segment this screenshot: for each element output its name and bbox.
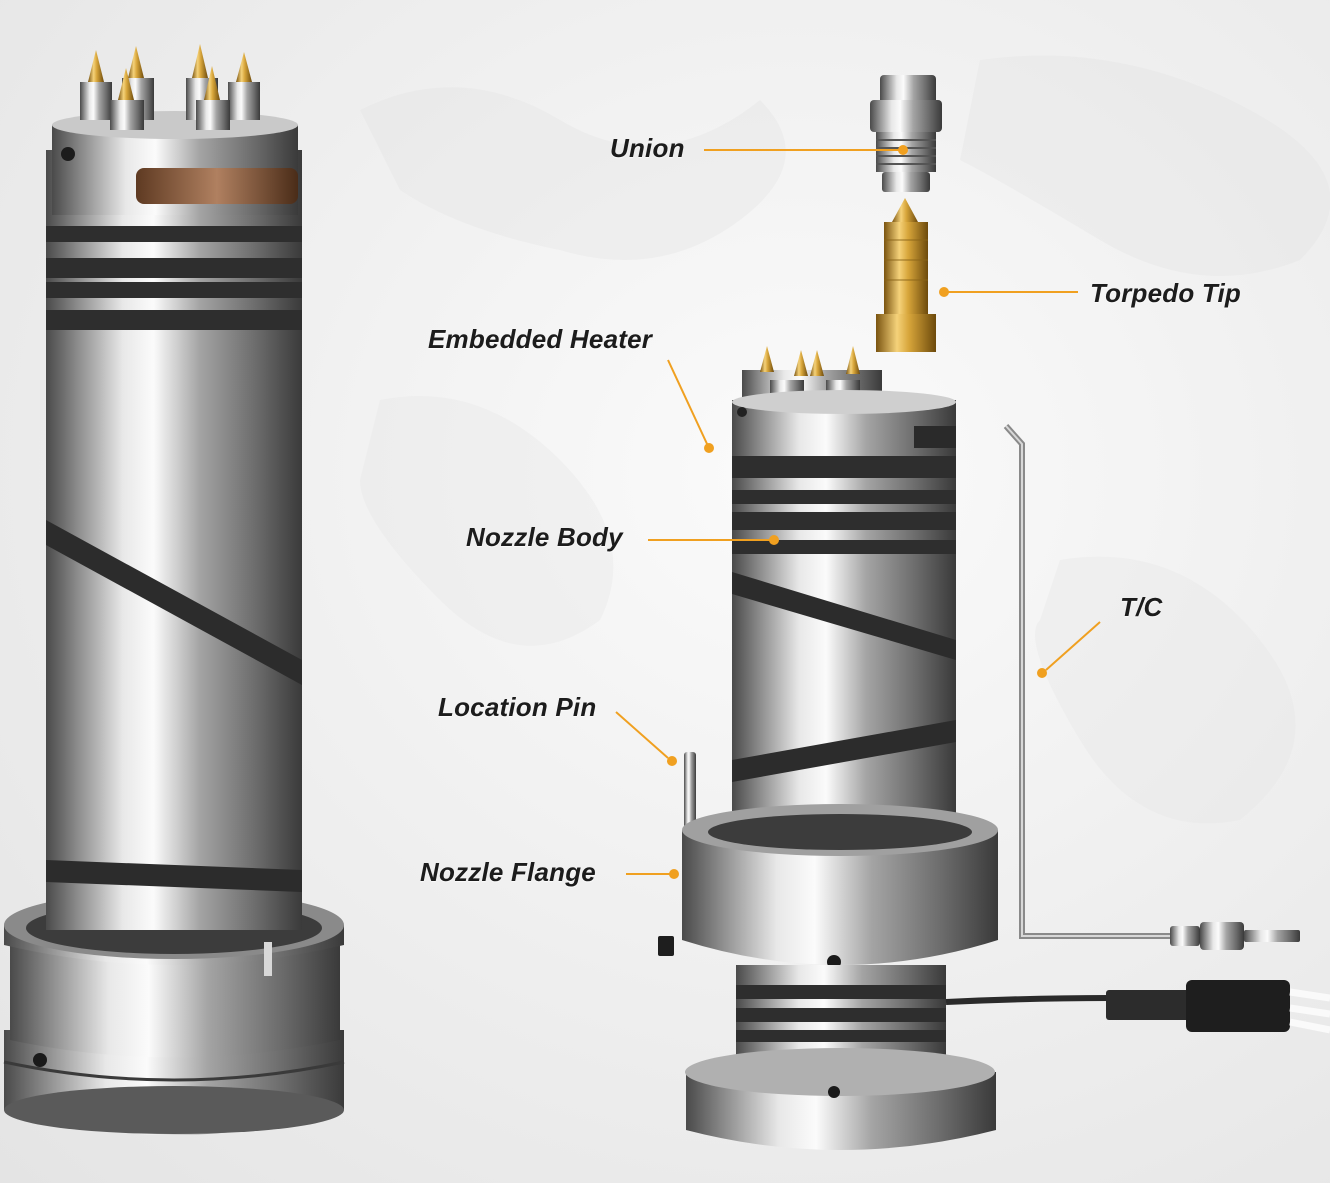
label-tc: T/C: [1120, 592, 1163, 622]
exploded-nozzle-body: [732, 390, 956, 840]
exploded-nozzle: [658, 75, 1330, 1150]
thermocouple-part: [1003, 424, 1300, 950]
leader-union: [704, 145, 908, 155]
leader-location-pin: [615, 711, 677, 766]
leader-lines: [615, 145, 1101, 879]
background-map-texture: [360, 55, 1330, 824]
leader-nozzle-body: [648, 535, 779, 545]
label-union: Union: [610, 133, 685, 163]
heater-cable-part: [945, 980, 1330, 1034]
assembled-nozzle-tips: [80, 44, 260, 130]
leader-tc: [1037, 621, 1101, 678]
label-torpedo-tip: Torpedo Tip: [1090, 278, 1241, 308]
leader-embedded-heater: [667, 359, 714, 453]
label-embedded-heater: Embedded Heater: [428, 324, 653, 354]
leader-nozzle-flange: [626, 869, 679, 879]
leader-torpedo-tip: [939, 287, 1078, 297]
torpedo-tip-part: [876, 198, 936, 352]
assembled-nozzle: [3, 44, 345, 1135]
location-pin-part: [658, 752, 696, 956]
label-location-pin: Location Pin: [438, 692, 597, 722]
label-nozzle-flange: Nozzle Flange: [420, 857, 596, 887]
union-part: [870, 75, 942, 192]
exploded-nozzle-flange: [682, 804, 998, 969]
exploded-nozzle-base: [685, 965, 996, 1150]
label-nozzle-body: Nozzle Body: [466, 522, 623, 552]
assembled-nozzle-body: [46, 111, 302, 930]
